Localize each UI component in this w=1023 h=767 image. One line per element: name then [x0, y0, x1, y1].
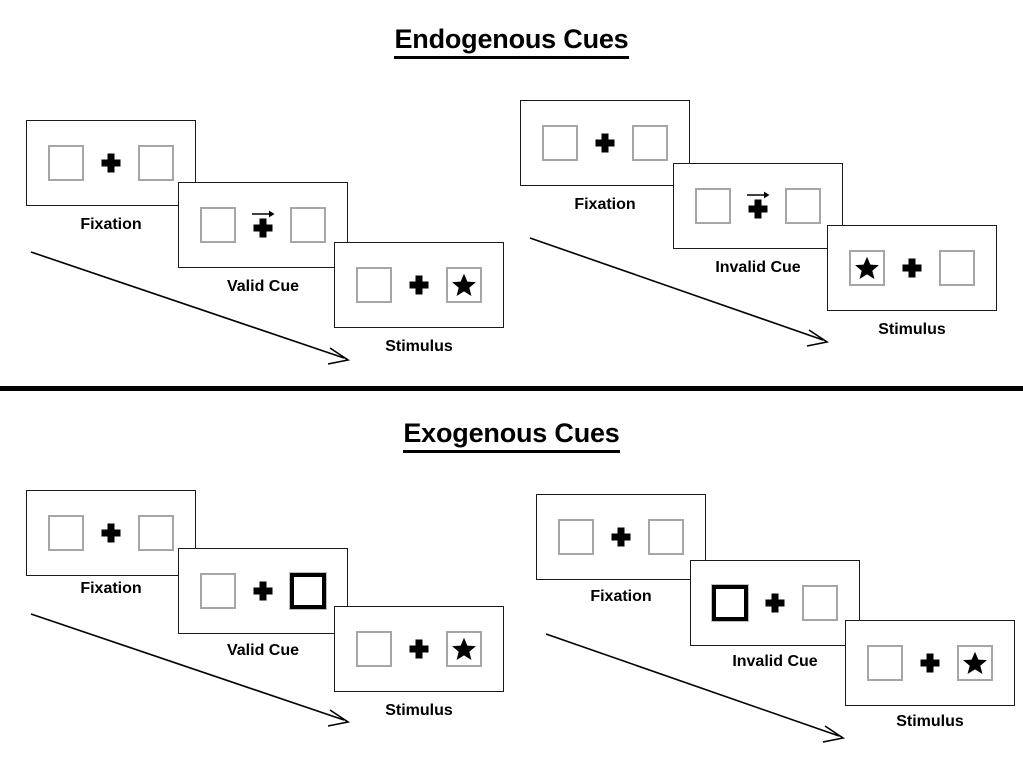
panel-label-endogenous-invalid-cue: Invalid Cue [715, 259, 801, 276]
placeholder-box-left [867, 645, 903, 681]
fixation-cross-icon [917, 645, 943, 681]
placeholder-box-right [138, 145, 174, 181]
panel-exogenous-valid-stimulus [334, 606, 504, 692]
plus-glyph [765, 593, 785, 613]
plus-glyph [253, 581, 273, 601]
fixation-cross-icon [592, 125, 618, 161]
plus-glyph [595, 133, 615, 153]
placeholder-box-right [648, 519, 684, 555]
fixation-cross-icon [406, 267, 432, 303]
section-divider [0, 386, 1023, 391]
fixation-cross-icon [250, 207, 276, 243]
placeholder-box-left [558, 519, 594, 555]
panel-exogenous-valid-fixation [26, 490, 196, 576]
plus-glyph [611, 527, 631, 547]
placeholder-box-left [356, 631, 392, 667]
panel-content [828, 226, 996, 310]
placeholder-box-right [802, 585, 838, 621]
placeholder-box-right-cued [289, 572, 327, 610]
star-icon [854, 255, 880, 281]
panel-content [335, 243, 503, 327]
panel-label-exogenous-valid-stimulus: Stimulus [385, 702, 453, 719]
fixation-cross-icon [250, 573, 276, 609]
section-title-endogenous-text: Endogenous Cues [394, 24, 629, 59]
placeholder-box-left-cued [711, 584, 749, 622]
panel-exogenous-invalid-stimulus [845, 620, 1015, 706]
placeholder-box-left [48, 515, 84, 551]
star-icon [962, 650, 988, 676]
section-title-exogenous-text: Exogenous Cues [403, 418, 620, 453]
panel-content [27, 121, 195, 205]
panel-label-exogenous-invalid-cue: Invalid Cue [732, 653, 818, 670]
placeholder-box-left [542, 125, 578, 161]
placeholder-box-left [200, 207, 236, 243]
plus-glyph [409, 639, 429, 659]
placeholder-box-left-target [849, 250, 885, 286]
panel-content [674, 164, 842, 248]
placeholder-box-right [785, 188, 821, 224]
panel-label-endogenous-valid-stimulus: Stimulus [385, 338, 453, 355]
fixation-cross-icon [406, 631, 432, 667]
placeholder-box-left [695, 188, 731, 224]
panel-endogenous-valid-stimulus [334, 242, 504, 328]
plus-glyph [101, 523, 121, 543]
plus-glyph [409, 275, 429, 295]
placeholder-box-right [290, 207, 326, 243]
time-flow-arrow-icon-exogenous-invalid [543, 628, 853, 748]
panel-endogenous-invalid-fixation [520, 100, 690, 186]
panel-label-endogenous-valid-fixation: Fixation [80, 216, 142, 233]
placeholder-box-right [632, 125, 668, 161]
panel-endogenous-valid-cue [178, 182, 348, 268]
placeholder-box-left [356, 267, 392, 303]
plus-glyph [101, 153, 121, 173]
placeholder-box-right-target [446, 631, 482, 667]
panel-exogenous-valid-cue [178, 548, 348, 634]
panel-label-endogenous-invalid-fixation: Fixation [574, 196, 636, 213]
plus-glyph [253, 218, 273, 238]
panel-exogenous-invalid-fixation [536, 494, 706, 580]
plus-glyph [920, 653, 940, 673]
fixation-cross-icon [98, 515, 124, 551]
star-icon [451, 636, 477, 662]
fixation-cross-icon [98, 145, 124, 181]
plus-glyph [902, 258, 922, 278]
section-title-endogenous: Endogenous Cues [0, 24, 1023, 59]
fixation-cross-icon [745, 188, 771, 224]
fixation-cross-icon [762, 585, 788, 621]
panel-label-exogenous-invalid-fixation: Fixation [590, 588, 652, 605]
panel-endogenous-valid-fixation [26, 120, 196, 206]
star-icon [451, 272, 477, 298]
panel-label-exogenous-valid-cue: Valid Cue [226, 642, 300, 659]
fixation-cross-icon [608, 519, 634, 555]
placeholder-box-right-target [446, 267, 482, 303]
panel-content [335, 607, 503, 691]
time-flow-arrow-icon-endogenous-invalid [527, 232, 837, 352]
section-title-exogenous: Exogenous Cues [0, 418, 1023, 453]
panel-content [179, 183, 347, 267]
panel-endogenous-invalid-stimulus [827, 225, 997, 311]
fixation-cross-icon [899, 250, 925, 286]
placeholder-box-left [200, 573, 236, 609]
panel-endogenous-invalid-cue [673, 163, 843, 249]
panel-label-exogenous-valid-fixation: Fixation [80, 580, 142, 597]
plus-glyph [748, 199, 768, 219]
panel-label-exogenous-invalid-stimulus: Stimulus [896, 713, 964, 730]
placeholder-box-right [138, 515, 174, 551]
arrow-right-icon [746, 190, 770, 200]
panel-content [179, 549, 347, 633]
panel-content [27, 491, 195, 575]
placeholder-box-right-target [957, 645, 993, 681]
panel-content [691, 561, 859, 645]
panel-content [846, 621, 1014, 705]
panel-content [537, 495, 705, 579]
panel-exogenous-invalid-cue [690, 560, 860, 646]
placeholder-box-left [48, 145, 84, 181]
arrow-right-icon [251, 209, 275, 219]
placeholder-box-right [939, 250, 975, 286]
panel-content [521, 101, 689, 185]
panel-label-endogenous-valid-cue: Valid Cue [226, 278, 300, 295]
panel-label-endogenous-invalid-stimulus: Stimulus [878, 321, 946, 338]
